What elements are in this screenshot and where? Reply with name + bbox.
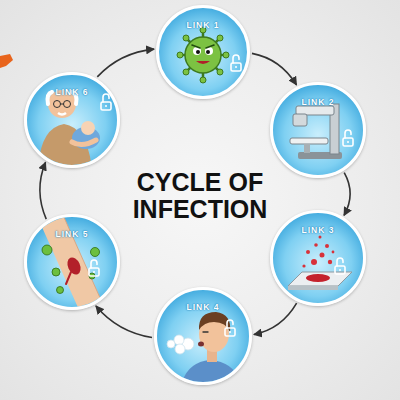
unlock-icons <box>89 55 353 336</box>
link-circle: LINK 2 <box>270 82 366 178</box>
link-circle: LINK 6 <box>24 72 120 168</box>
surface-figure <box>288 236 352 291</box>
link-label: LINK 3 <box>302 225 335 235</box>
diagram-title: CYCLE OF INFECTION <box>110 169 290 224</box>
virus-figure <box>177 27 229 83</box>
cycle-arrow <box>344 173 350 216</box>
link-label: LINK 6 <box>56 87 89 97</box>
cycle-arrow <box>40 162 46 219</box>
wounded-leg-figure <box>42 215 101 305</box>
cycle-arrow <box>97 49 154 77</box>
cycle-arrow <box>96 306 152 338</box>
link-circle: LINK 1 <box>156 5 250 99</box>
xray-machine-figure <box>290 104 342 159</box>
link-circle: LINK 3 <box>270 210 366 306</box>
link-label: LINK 5 <box>56 229 89 239</box>
cycle-arrow <box>252 53 297 84</box>
edge-mark <box>0 54 13 68</box>
cycle-arrow <box>254 303 297 334</box>
circle-fills <box>25 6 365 384</box>
grandparent-baby-figure <box>38 90 100 170</box>
coughing-man-figure <box>167 312 242 390</box>
link-label: LINK 1 <box>187 20 220 30</box>
link-circle: LINK 5 <box>24 214 120 310</box>
link-circle: LINK 4 <box>154 287 252 385</box>
link-label: LINK 2 <box>302 97 335 107</box>
link-label: LINK 4 <box>187 302 220 312</box>
